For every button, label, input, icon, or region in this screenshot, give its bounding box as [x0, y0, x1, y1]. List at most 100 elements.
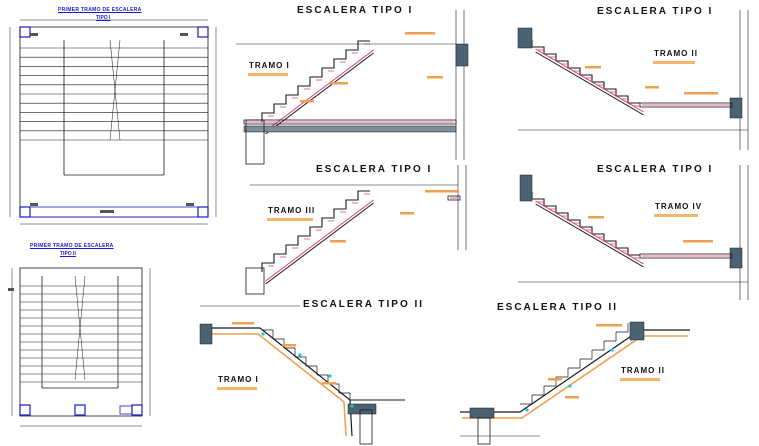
- note-underline: [548, 378, 562, 381]
- step-profile: [262, 329, 274, 339]
- concrete-beam: [199, 323, 213, 345]
- section-5-title: ESCALERA TIPO II: [303, 299, 425, 310]
- plan-a-title: PRIMER TRAMO DE ESCALERA: [58, 7, 142, 13]
- section-4-title: ESCALERA TIPO I: [597, 164, 714, 175]
- section-6-tramo: TRAMO II: [621, 366, 665, 375]
- soffit-line: [265, 202, 374, 285]
- step-profile: [261, 40, 370, 122]
- note-underline: [684, 92, 718, 95]
- soffit-line: [265, 52, 374, 135]
- step-profile: [604, 332, 617, 342]
- column: [477, 417, 491, 445]
- rebar-line: [265, 49, 374, 132]
- rebar-main: [462, 335, 688, 419]
- note-underline: [425, 190, 459, 193]
- section-2-title: ESCALERA TIPO I: [597, 6, 714, 17]
- note-underline: [322, 382, 336, 385]
- concrete-beam: [729, 97, 743, 119]
- step-profile: [616, 323, 629, 333]
- note-underline: [596, 324, 622, 327]
- concrete-beam: [517, 27, 533, 49]
- note-underline: [585, 66, 601, 69]
- cyan-marker: [350, 404, 354, 408]
- concrete-beam: [455, 43, 469, 67]
- concrete-beam: [347, 403, 377, 415]
- step-profile: [306, 365, 318, 375]
- section-tipo2-tramo2: [460, 321, 690, 445]
- section-tipo1-tramo2: [517, 10, 749, 150]
- landing-slab: [639, 253, 733, 259]
- plan-b-subtitle: TIPO II: [60, 251, 76, 257]
- step-profile: [531, 192, 640, 256]
- note-underline: [427, 76, 443, 79]
- landing-slab: [243, 119, 457, 125]
- note-underline: [683, 240, 713, 243]
- cyan-marker: [610, 348, 614, 352]
- rebar-line: [535, 48, 644, 113]
- note-underline: [282, 344, 296, 347]
- section-tipo1-tramo1: [236, 10, 469, 165]
- step-profile: [317, 374, 329, 384]
- note-underline: [588, 216, 604, 219]
- step-profile: [568, 359, 581, 369]
- concrete-beam: [519, 174, 533, 202]
- rebar-line: [265, 199, 374, 282]
- section-3-tramo-underline: [267, 218, 313, 221]
- cyan-marker: [328, 374, 332, 378]
- plan-tipo-2: [8, 267, 151, 427]
- concrete-beam: [629, 321, 645, 341]
- landing-slab: [639, 102, 733, 108]
- plan-a-subtitle: TIPO I: [96, 15, 111, 21]
- section-tipo1-tramo4: [518, 165, 749, 300]
- step-profile: [295, 356, 307, 366]
- step-profile: [261, 190, 370, 272]
- note-underline: [405, 32, 435, 35]
- plan-tipo-1: [9, 19, 217, 225]
- cyan-marker: [568, 384, 572, 388]
- step-profile: [339, 392, 351, 402]
- section-6-tramo-underline: [620, 378, 660, 381]
- section-tipo2-tramo1: [199, 305, 405, 445]
- cyan-marker: [261, 332, 265, 336]
- step-profile: [284, 347, 296, 357]
- note-underline: [330, 240, 346, 243]
- section-5-tramo-underline: [217, 387, 257, 390]
- landing-slab: [447, 195, 461, 201]
- section-3-title: ESCALERA TIPO I: [316, 164, 433, 175]
- section-5-tramo: TRAMO I: [218, 375, 259, 384]
- soffit-line: [535, 51, 644, 116]
- step-profile: [532, 386, 545, 396]
- step-profile: [520, 395, 533, 405]
- section-6-title: ESCALERA TIPO II: [497, 302, 619, 313]
- section-1-tramo-underline: [248, 73, 288, 76]
- section-1-title: ESCALERA TIPO I: [297, 5, 414, 16]
- note-underline: [232, 322, 254, 325]
- rebar-main: [210, 333, 347, 437]
- note-underline: [645, 86, 659, 89]
- cyan-marker: [525, 408, 529, 412]
- note-underline: [330, 82, 348, 85]
- concrete-beam: [469, 407, 495, 419]
- step-profile: [580, 350, 593, 360]
- section-4-tramo: TRAMO IV: [655, 202, 703, 211]
- soffit-line: [535, 203, 644, 268]
- note-underline: [300, 100, 314, 103]
- section-2-tramo: TRAMO II: [654, 49, 698, 58]
- rebar-line: [535, 200, 644, 265]
- step-profile: [592, 341, 605, 351]
- step-profile: [556, 368, 569, 378]
- cyan-marker: [298, 353, 302, 357]
- section-tipo1-tramo3: [245, 165, 467, 295]
- note-underline: [400, 212, 414, 215]
- section-4-tramo-underline: [654, 214, 698, 217]
- section-2-tramo-underline: [653, 61, 695, 64]
- plan-b-title: PRIMER TRAMO DE ESCALERA: [30, 243, 114, 249]
- note-underline: [565, 396, 579, 399]
- footing: [245, 119, 265, 165]
- footing: [245, 267, 265, 295]
- base-slab: [243, 125, 457, 133]
- section-3-tramo: TRAMO III: [268, 206, 316, 215]
- column: [359, 409, 373, 445]
